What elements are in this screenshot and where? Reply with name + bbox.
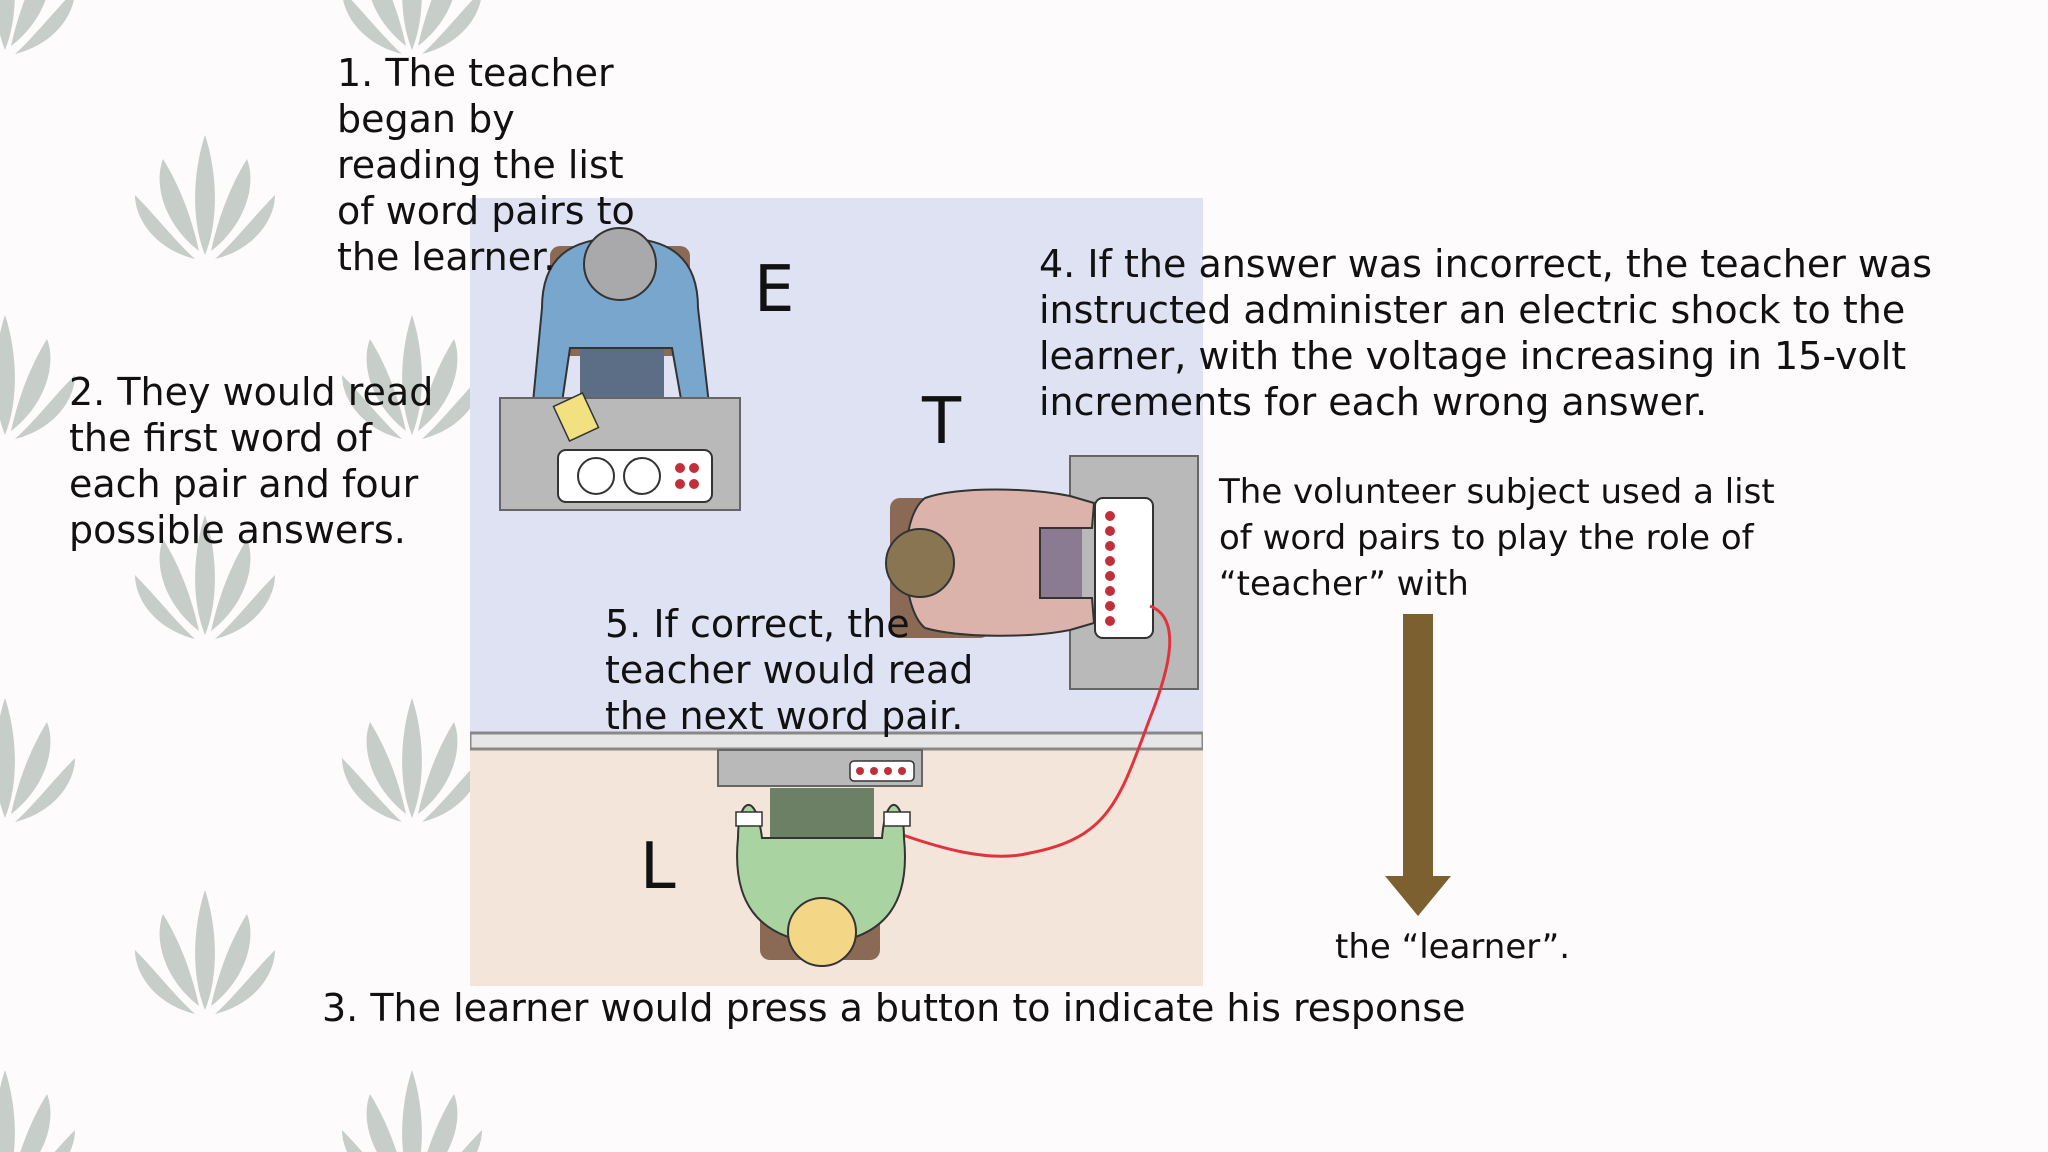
down-arrow-icon bbox=[1385, 614, 1451, 916]
switch-dot bbox=[1105, 586, 1115, 596]
step4-text: 4. If the answer was incorrect, the teac… bbox=[1039, 242, 1933, 424]
experiment-room-diagram: E T L bbox=[470, 198, 1203, 986]
switch-dot bbox=[1105, 511, 1115, 521]
dial-icon bbox=[623, 457, 661, 495]
wrist-strap bbox=[735, 811, 763, 827]
indicator-dot bbox=[689, 479, 699, 489]
leaf-icon bbox=[0, 698, 75, 822]
switch-dot bbox=[1105, 601, 1115, 611]
teacher-label: T bbox=[921, 385, 962, 459]
shock-wire bbox=[899, 604, 1172, 858]
side-note-bottom: the “learner”. bbox=[1335, 927, 1571, 967]
step2-text: 2. They would read the first word of eac… bbox=[69, 370, 434, 552]
leaf-icon bbox=[135, 135, 275, 259]
step1-text: 1. The teacher began by reading the list… bbox=[337, 51, 635, 279]
switch-dot bbox=[1105, 541, 1115, 551]
leaf-icon bbox=[0, 315, 75, 439]
experimenter-label: E bbox=[754, 253, 794, 327]
step5-text: 5. If correct, the teacher would read th… bbox=[605, 602, 974, 738]
step3-text: 3. The learner would press a button to i… bbox=[322, 986, 1466, 1030]
switch-dot bbox=[1105, 556, 1115, 566]
dial-icon bbox=[577, 457, 615, 495]
wrist-strap bbox=[883, 811, 911, 827]
teacher-head bbox=[885, 528, 955, 598]
indicator-dot bbox=[689, 463, 699, 473]
button-dot bbox=[856, 767, 864, 775]
learner-head bbox=[787, 897, 857, 967]
leaf-icon bbox=[342, 1070, 482, 1152]
leaf-icon bbox=[135, 890, 275, 1014]
leaf-icon bbox=[0, 0, 75, 54]
indicator-dot bbox=[675, 479, 685, 489]
button-dot bbox=[884, 767, 892, 775]
leaf-icon bbox=[0, 1070, 75, 1152]
learner-label: L bbox=[640, 830, 676, 904]
leaf-icon bbox=[342, 698, 482, 822]
button-dot bbox=[870, 767, 878, 775]
switch-dot bbox=[1105, 571, 1115, 581]
leaf-icon bbox=[342, 0, 482, 54]
side-note-top: The volunteer subject used a list of wor… bbox=[1219, 472, 1775, 604]
shock-generator bbox=[1094, 497, 1154, 639]
indicator-dot bbox=[675, 463, 685, 473]
learner-button-box bbox=[849, 760, 915, 782]
switch-dot bbox=[1105, 526, 1115, 536]
button-dot bbox=[898, 767, 906, 775]
switch-dot bbox=[1105, 616, 1115, 626]
experimenter-head bbox=[583, 227, 657, 301]
notepad bbox=[552, 392, 600, 442]
